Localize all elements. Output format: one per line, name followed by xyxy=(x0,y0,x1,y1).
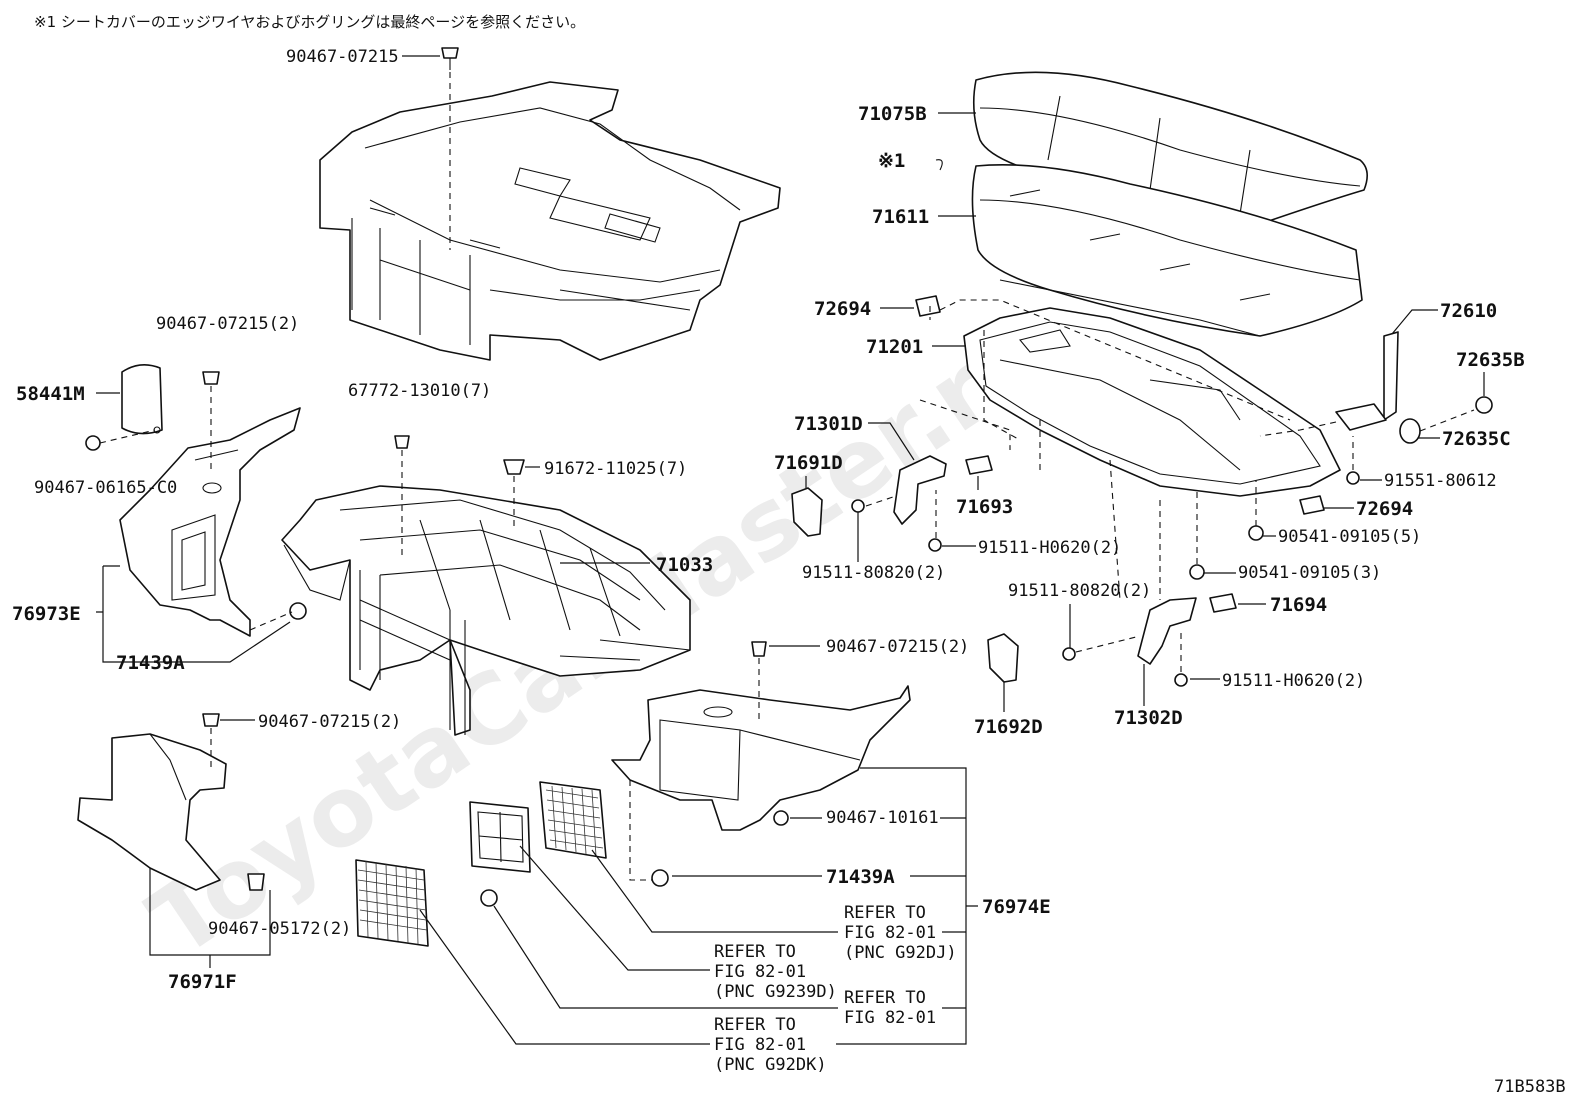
label-72635c: 72635C xyxy=(1442,428,1511,450)
fasteners xyxy=(85,47,1493,907)
seat-frame-illustration xyxy=(963,307,1341,497)
label-90467-05172: 90467-05172(2) xyxy=(208,919,351,939)
label-76974e: 76974E xyxy=(982,896,1051,918)
reference-line-1: REFER TO xyxy=(714,942,796,962)
reference-line-2: FIG 82-01 xyxy=(714,1035,806,1055)
bumper-72694-illustration xyxy=(915,295,1325,515)
bracket-72610-illustration xyxy=(1335,331,1399,431)
reference-line-2: FIG 82-01 xyxy=(714,962,806,982)
label-71301d: 71301D xyxy=(794,413,863,435)
clip-71694-illustration xyxy=(1209,593,1237,613)
reference-g9239d: REFER TO FIG 82-01 (PNC G9239D) xyxy=(714,942,837,1002)
hog-ring-symbol xyxy=(935,159,943,171)
label-90467-07215-2-low: 90467-07215(2) xyxy=(258,712,401,732)
label-71691d: 71691D xyxy=(774,452,843,474)
reference-line-1: REFER TO xyxy=(844,988,926,1008)
label-90541-09105-5: 90541-09105(5) xyxy=(1278,527,1421,547)
label-72694-top: 72694 xyxy=(814,298,871,320)
label-72610: 72610 xyxy=(1440,300,1497,322)
left-lower-panel-illustration xyxy=(77,733,227,891)
label-71693: 71693 xyxy=(956,496,1013,518)
label-71201: 71201 xyxy=(866,336,923,358)
header-note: ※1 シートカバーのエッジワイヤおよびホグリングは最終ページを参照ください。 xyxy=(34,13,585,31)
reference-line-3: (PNC G92DJ) xyxy=(844,943,957,963)
label-90467-07215-2-mid: 90467-07215(2) xyxy=(826,637,969,657)
grille-g9239d-illustration xyxy=(469,801,531,873)
reference-g92dj: REFER TO FIG 82-01 (PNC G92DJ) xyxy=(844,903,957,963)
assembly-lines xyxy=(99,72,1475,881)
label-91511-80820-upper: 91511-80820(2) xyxy=(802,563,945,583)
cover-58441m-illustration xyxy=(121,364,163,435)
label-71439a-left: 71439A xyxy=(116,652,185,674)
center-frame-illustration xyxy=(281,485,691,736)
figure-code: 71B583B xyxy=(1494,1077,1566,1097)
label-91511-h0620-lower: 91511-H0620(2) xyxy=(1222,671,1365,691)
bracket-71301d-illustration xyxy=(893,455,947,525)
label-58441m: 58441M xyxy=(16,383,85,405)
bracket-71302d-illustration xyxy=(1137,597,1197,665)
label-71075b: 71075B xyxy=(858,103,927,125)
label-90467-07215: 90467-07215 xyxy=(286,47,399,67)
left-side-panel-illustration xyxy=(119,407,301,637)
label-91511-h0620-upper: 91511-H0620(2) xyxy=(978,538,1121,558)
reference-line-1: REFER TO xyxy=(844,903,926,923)
label-91551-80612: 91551-80612 xyxy=(1384,471,1497,491)
grille-g92dk-illustration xyxy=(355,859,429,947)
star-mark: ※1 xyxy=(878,150,905,172)
reference-line-1: REFER TO xyxy=(714,1015,796,1035)
leader-lines xyxy=(96,55,1485,1045)
reference-g92dk: REFER TO FIG 82-01 (PNC G92DK) xyxy=(714,1015,827,1075)
label-90541-09105-3: 90541-09105(3) xyxy=(1238,563,1381,583)
reference-line-3: (PNC G92DK) xyxy=(714,1055,827,1075)
label-76973e: 76973E xyxy=(12,603,81,625)
label-71033: 71033 xyxy=(656,554,713,576)
label-90467-06165-c0: 90467-06165-C0 xyxy=(34,478,177,498)
label-71439a-right: 71439A xyxy=(826,866,895,888)
nut-72635c-illustration xyxy=(1399,418,1421,444)
seat-cover-illustration xyxy=(972,71,1368,225)
clip-71693-illustration xyxy=(965,455,993,475)
cover-71692d-illustration xyxy=(987,633,1019,683)
reference-line-2: FIG 82-01 xyxy=(844,923,936,943)
label-72635b: 72635B xyxy=(1456,349,1525,371)
label-67772-13010: 67772-13010(7) xyxy=(348,381,491,401)
label-91672-11025: 91672-11025(7) xyxy=(544,459,687,479)
label-71694: 71694 xyxy=(1270,594,1327,616)
label-90467-07215-2-top: 90467-07215(2) xyxy=(156,314,299,334)
reference-plain: REFER TO FIG 82-01 xyxy=(844,988,936,1028)
label-71611: 71611 xyxy=(872,206,929,228)
cover-71691d-illustration xyxy=(791,487,823,537)
label-91511-80820-lower: 91511-80820(2) xyxy=(1008,581,1151,601)
reference-line-3: (PNC G9239D) xyxy=(714,982,837,1002)
upper-tray-illustration xyxy=(319,81,781,361)
reference-line-2: FIG 82-01 xyxy=(844,1008,936,1028)
grille-g92dj-illustration xyxy=(539,781,607,859)
part-labels: 90467-07215 90467-07215(2) 58441M 90467-… xyxy=(12,47,1525,993)
seat-pad-illustration xyxy=(971,164,1363,337)
label-90467-10161: 90467-10161 xyxy=(826,808,939,828)
label-71692d: 71692D xyxy=(974,716,1043,738)
right-lower-panel-illustration xyxy=(611,685,911,831)
label-72694-bottom: 72694 xyxy=(1356,498,1413,520)
label-71302d: 71302D xyxy=(1114,707,1183,729)
label-76971f: 76971F xyxy=(168,971,237,993)
